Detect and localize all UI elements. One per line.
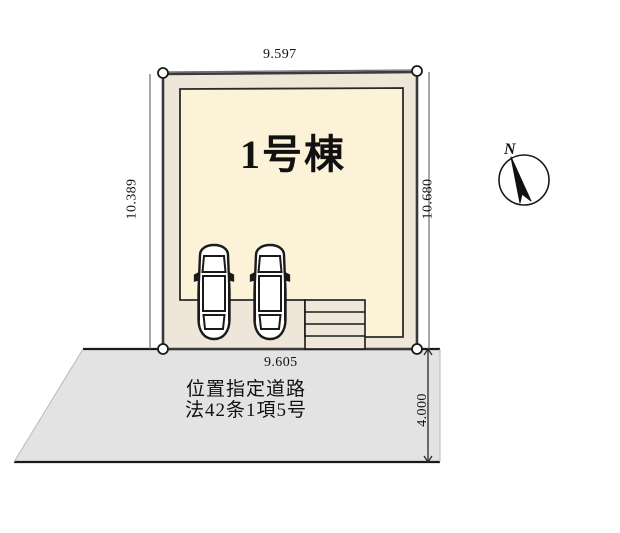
dim-line-top — [162, 69, 418, 73]
dimension-label-road-width: 4.000 — [414, 393, 430, 427]
dimension-label-right: 10.680 — [420, 178, 436, 220]
road-designation-label: 位置指定道路 法42条1項5号 — [185, 380, 307, 422]
dimension-label-top: 9.597 — [263, 47, 297, 62]
road-designation-line-1: 位置指定道路 — [186, 379, 307, 400]
car-icon — [193, 243, 235, 341]
corner-markers — [157, 65, 423, 355]
compass-circle — [498, 154, 550, 206]
dim-arrow-bottom — [423, 455, 433, 464]
car-stall-2 — [249, 243, 291, 341]
compass-needle — [510, 156, 532, 204]
road-polygon — [14, 349, 440, 462]
dim-arrow-top — [423, 347, 433, 356]
parcel-north-line — [162, 70, 418, 76]
corner-marker-nw — [157, 67, 169, 79]
car-stall-1 — [193, 243, 235, 341]
corner-marker-sw — [157, 343, 169, 355]
building-plot-label: 1号棟 — [240, 132, 346, 177]
compass-north-label: N — [504, 141, 516, 158]
corner-marker-se — [411, 343, 423, 355]
car-icon — [249, 243, 291, 341]
corner-marker-ne — [411, 65, 423, 77]
compass-rose — [498, 154, 550, 206]
dimension-label-left: 10.389 — [124, 178, 140, 220]
road-designation-line-2: 法42条1項5号 — [185, 400, 308, 421]
dimension-lines — [149, 69, 433, 464]
dimension-label-bottom: 9.605 — [264, 355, 298, 370]
entrance-stairs — [304, 299, 366, 350]
road-left-edge — [13, 348, 84, 463]
